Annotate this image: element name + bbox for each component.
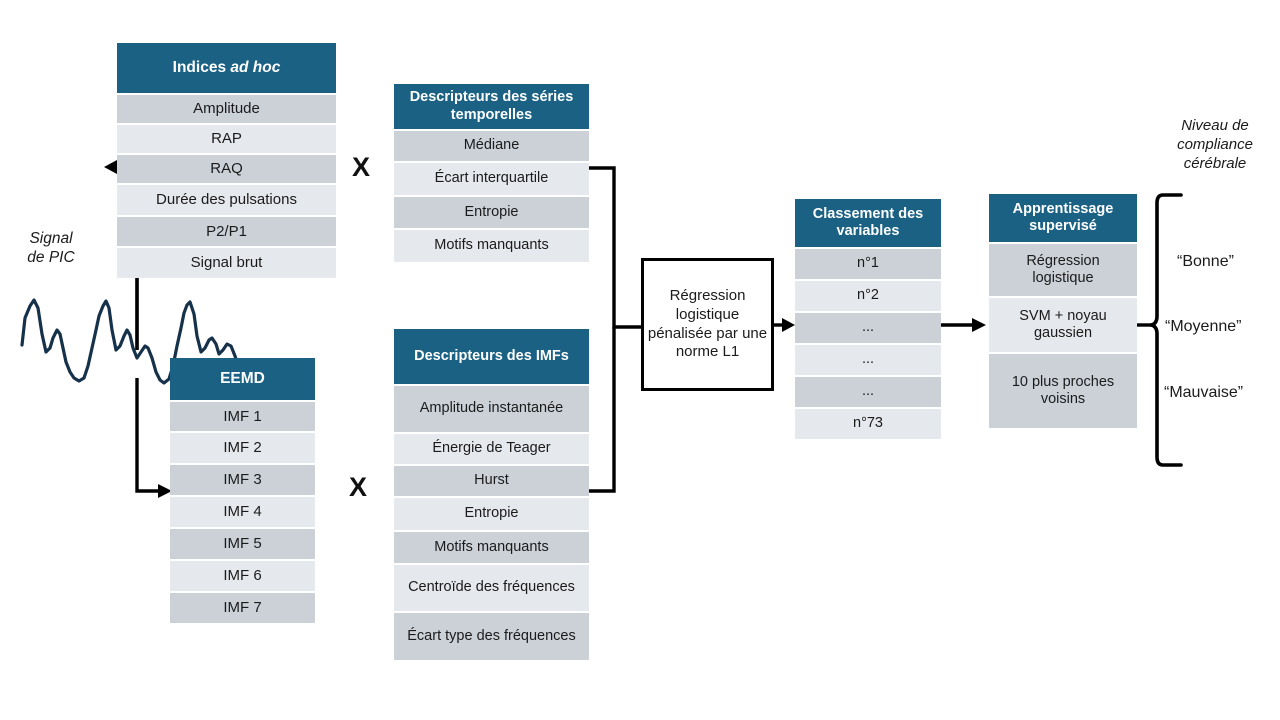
stack-header-apprentissage-supervise: Apprentissage supervisé: [989, 194, 1137, 242]
header-text-indices: Indices: [172, 58, 231, 76]
arrow-ranking-to-supervised: [941, 318, 986, 332]
divider: [117, 183, 336, 185]
divider: [394, 195, 589, 197]
divider: [170, 559, 315, 561]
divider: [117, 215, 336, 217]
list-item[interactable]: Centroïde des fréquences: [394, 565, 589, 611]
stack-header-descripteurs-imfs: Descripteurs des IMFs: [394, 329, 589, 384]
divider: [989, 352, 1137, 354]
divider: [795, 247, 941, 249]
list-item[interactable]: RAP: [117, 125, 336, 153]
stack-descripteurs-imfs: Descripteurs des IMFs Amplitude instanta…: [394, 329, 589, 660]
divider: [117, 246, 336, 248]
divider: [795, 375, 941, 377]
header-text-ad-hoc: ad hoc: [230, 58, 281, 76]
divider: [170, 463, 315, 465]
list-item[interactable]: Écart type des fréquences: [394, 613, 589, 660]
list-item[interactable]: ...: [795, 377, 941, 407]
divider: [394, 432, 589, 434]
regression-l1-box[interactable]: Régression logistique pénalisée par une …: [641, 258, 774, 391]
list-item[interactable]: Médiane: [394, 131, 589, 161]
list-item[interactable]: Durée des pulsations: [117, 185, 336, 215]
stack-apprentissage-supervise: Apprentissage supervisé Régression logis…: [989, 194, 1137, 428]
divider: [989, 242, 1137, 244]
divider: [394, 228, 589, 230]
divider: [170, 527, 315, 529]
stack-eemd: EEMD IMF 1 IMF 2 IMF 3 IMF 4 IMF 5 IMF 6…: [170, 358, 315, 623]
divider: [117, 93, 336, 95]
list-item[interactable]: P2/P1: [117, 217, 336, 246]
list-item[interactable]: Entropie: [394, 197, 589, 228]
list-item[interactable]: IMF 3: [170, 465, 315, 495]
outcome-class-moyenne: “Moyenne”: [1165, 318, 1242, 335]
list-item[interactable]: SVM + noyau gaussien: [989, 298, 1137, 352]
list-item[interactable]: n°1: [795, 249, 941, 279]
list-item[interactable]: IMF 5: [170, 529, 315, 559]
divider: [795, 279, 941, 281]
divider: [394, 563, 589, 565]
list-item[interactable]: RAQ: [117, 155, 336, 183]
list-item[interactable]: ...: [795, 313, 941, 343]
list-item[interactable]: Écart interquartile: [394, 163, 589, 195]
multiply-operator-bottom: X: [349, 472, 368, 502]
divider: [795, 407, 941, 409]
divider: [394, 161, 589, 163]
outcome-class-mauvaise: “Mauvaise”: [1164, 384, 1244, 401]
signal-label: Signal de PIC: [8, 229, 94, 268]
divider: [170, 400, 315, 402]
divider: [394, 129, 589, 131]
stack-header-series-temporelles: Descripteurs des séries temporelles: [394, 84, 589, 129]
stack-header-indices-ad-hoc: Indices ad hoc: [117, 43, 336, 93]
divider: [170, 591, 315, 593]
list-item[interactable]: Entropie: [394, 498, 589, 530]
list-item[interactable]: ...: [795, 345, 941, 375]
list-item[interactable]: IMF 4: [170, 497, 315, 527]
divider: [394, 384, 589, 386]
stack-header-classement-variables: Classement des variables: [795, 199, 941, 247]
stack-header-eemd: EEMD: [170, 358, 315, 400]
divider: [117, 153, 336, 155]
connector-descriptors-to-regression: [589, 166, 641, 493]
divider: [394, 530, 589, 532]
list-item[interactable]: n°73: [795, 409, 941, 439]
list-item[interactable]: IMF 6: [170, 561, 315, 591]
stack-indices-ad-hoc: Indices ad hoc Amplitude RAP RAQ Durée d…: [117, 43, 336, 278]
outcome-class-bonne: “Bonne”: [1177, 253, 1234, 270]
list-item[interactable]: n°2: [795, 281, 941, 311]
list-item[interactable]: Motifs manquants: [394, 532, 589, 563]
arrow-signal-to-eemd: [135, 378, 172, 498]
multiply-operator-top: X: [352, 152, 371, 182]
list-item[interactable]: Amplitude instantanée: [394, 386, 589, 432]
stack-descripteurs-series-temporelles: Descripteurs des séries temporelles Médi…: [394, 84, 589, 262]
divider: [795, 343, 941, 345]
signal-label-line1: Signal: [29, 230, 73, 247]
list-item[interactable]: Régression logistique: [989, 244, 1137, 296]
divider: [170, 431, 315, 433]
list-item[interactable]: IMF 2: [170, 433, 315, 463]
list-item[interactable]: Signal brut: [117, 248, 336, 278]
list-item[interactable]: Hurst: [394, 466, 589, 496]
divider: [117, 123, 336, 125]
list-item[interactable]: Amplitude: [117, 95, 336, 123]
outcome-title: Niveau de compliance cérébrale: [1177, 117, 1253, 172]
divider: [394, 464, 589, 466]
divider: [394, 611, 589, 613]
list-item[interactable]: IMF 1: [170, 402, 315, 431]
signal-label-line2: de PIC: [27, 249, 75, 267]
divider: [394, 496, 589, 498]
arrow-regression-to-ranking: [774, 318, 795, 332]
list-item[interactable]: Énergie de Teager: [394, 434, 589, 464]
stack-classement-variables: Classement des variables n°1 n°2 ... ...…: [795, 199, 941, 439]
list-item[interactable]: 10 plus proches voisins: [989, 354, 1137, 428]
list-item[interactable]: Motifs manquants: [394, 230, 589, 262]
divider: [989, 296, 1137, 298]
list-item[interactable]: IMF 7: [170, 593, 315, 623]
divider: [795, 311, 941, 313]
divider: [170, 495, 315, 497]
